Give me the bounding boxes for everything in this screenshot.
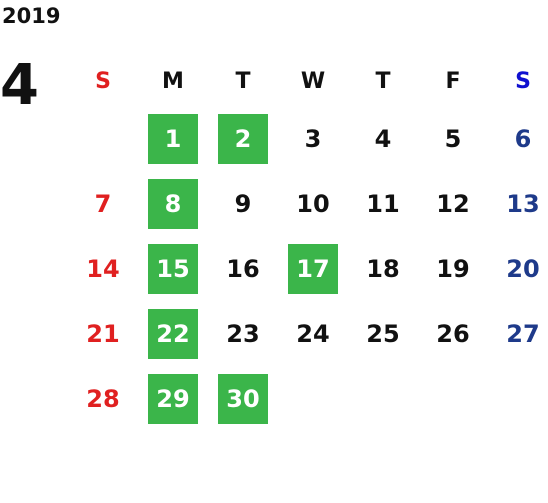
day-number: 7 <box>94 189 112 218</box>
day-cell: 17 <box>278 236 348 301</box>
day-cell: 28 <box>68 366 138 431</box>
weekday-label: S <box>515 68 531 94</box>
day-cell: 25 <box>348 301 418 366</box>
day-cell: 21 <box>68 301 138 366</box>
day-cell: 18 <box>348 236 418 301</box>
day-cell: 1 <box>138 106 208 171</box>
day-number: 16 <box>226 254 260 283</box>
day-number: 1 <box>148 113 198 164</box>
day-number: 26 <box>436 319 470 348</box>
empty-day-cell <box>278 366 348 431</box>
day-cell: 24 <box>278 301 348 366</box>
day-cell: 10 <box>278 171 348 236</box>
day-number: 8 <box>148 178 198 229</box>
weekday-label: F <box>445 68 461 94</box>
calendar-year: 2019 <box>2 4 61 28</box>
day-number: 24 <box>296 319 330 348</box>
day-number: 14 <box>86 254 120 283</box>
week-row: 21 22 23 24 25 26 27 <box>68 301 548 366</box>
day-cell: 20 <box>488 236 548 301</box>
day-number: 21 <box>86 319 120 348</box>
day-number: 15 <box>148 243 198 294</box>
day-number: 29 <box>148 373 198 424</box>
day-cell: 15 <box>138 236 208 301</box>
day-number: 27 <box>506 319 540 348</box>
day-cell: 5 <box>418 106 488 171</box>
weekday-label: S <box>95 68 111 94</box>
day-number: 18 <box>366 254 400 283</box>
calendar-month: 4 <box>0 53 39 118</box>
weekday-label: T <box>375 68 391 94</box>
day-number: 5 <box>444 124 462 153</box>
day-cell: 6 <box>488 106 548 171</box>
day-number: 30 <box>218 373 268 424</box>
week-row: 14 15 16 17 18 19 20 <box>68 236 548 301</box>
week-row: 7 8 9 10 11 12 13 <box>68 171 548 236</box>
weekday-label: W <box>300 68 326 94</box>
day-number: 17 <box>288 243 338 294</box>
day-cell: 12 <box>418 171 488 236</box>
day-number: 12 <box>436 189 470 218</box>
day-cell: 23 <box>208 301 278 366</box>
day-cell: 16 <box>208 236 278 301</box>
empty-day-cell <box>488 366 548 431</box>
weekday-label: M <box>162 68 184 94</box>
day-number: 22 <box>148 308 198 359</box>
day-number: 13 <box>506 189 540 218</box>
empty-day-cell <box>418 366 488 431</box>
day-cell: 7 <box>68 171 138 236</box>
empty-day-cell <box>348 366 418 431</box>
day-cell: 13 <box>488 171 548 236</box>
day-cell: 26 <box>418 301 488 366</box>
day-number: 28 <box>86 384 120 413</box>
day-number: 3 <box>304 124 322 153</box>
day-cell: 30 <box>208 366 278 431</box>
day-cell: 27 <box>488 301 548 366</box>
day-cell: 8 <box>138 171 208 236</box>
day-number: 20 <box>506 254 540 283</box>
day-number: 6 <box>514 124 532 153</box>
day-cell: 4 <box>348 106 418 171</box>
day-cell: 19 <box>418 236 488 301</box>
day-number: 2 <box>218 113 268 164</box>
day-number: 11 <box>366 189 400 218</box>
day-number: 10 <box>296 189 330 218</box>
day-number: 9 <box>234 189 252 218</box>
day-number: 23 <box>226 319 260 348</box>
day-cell: 22 <box>138 301 208 366</box>
week-row: 28 29 30 <box>68 366 548 431</box>
day-cell: 9 <box>208 171 278 236</box>
weekday-label: T <box>235 68 251 94</box>
day-cell: 29 <box>138 366 208 431</box>
day-cell: 3 <box>278 106 348 171</box>
day-number: 25 <box>366 319 400 348</box>
day-cell: 11 <box>348 171 418 236</box>
day-number: 19 <box>436 254 470 283</box>
day-number: 4 <box>374 124 392 153</box>
day-cell: 2 <box>208 106 278 171</box>
day-cell: 14 <box>68 236 138 301</box>
empty-day-cell <box>68 106 138 171</box>
